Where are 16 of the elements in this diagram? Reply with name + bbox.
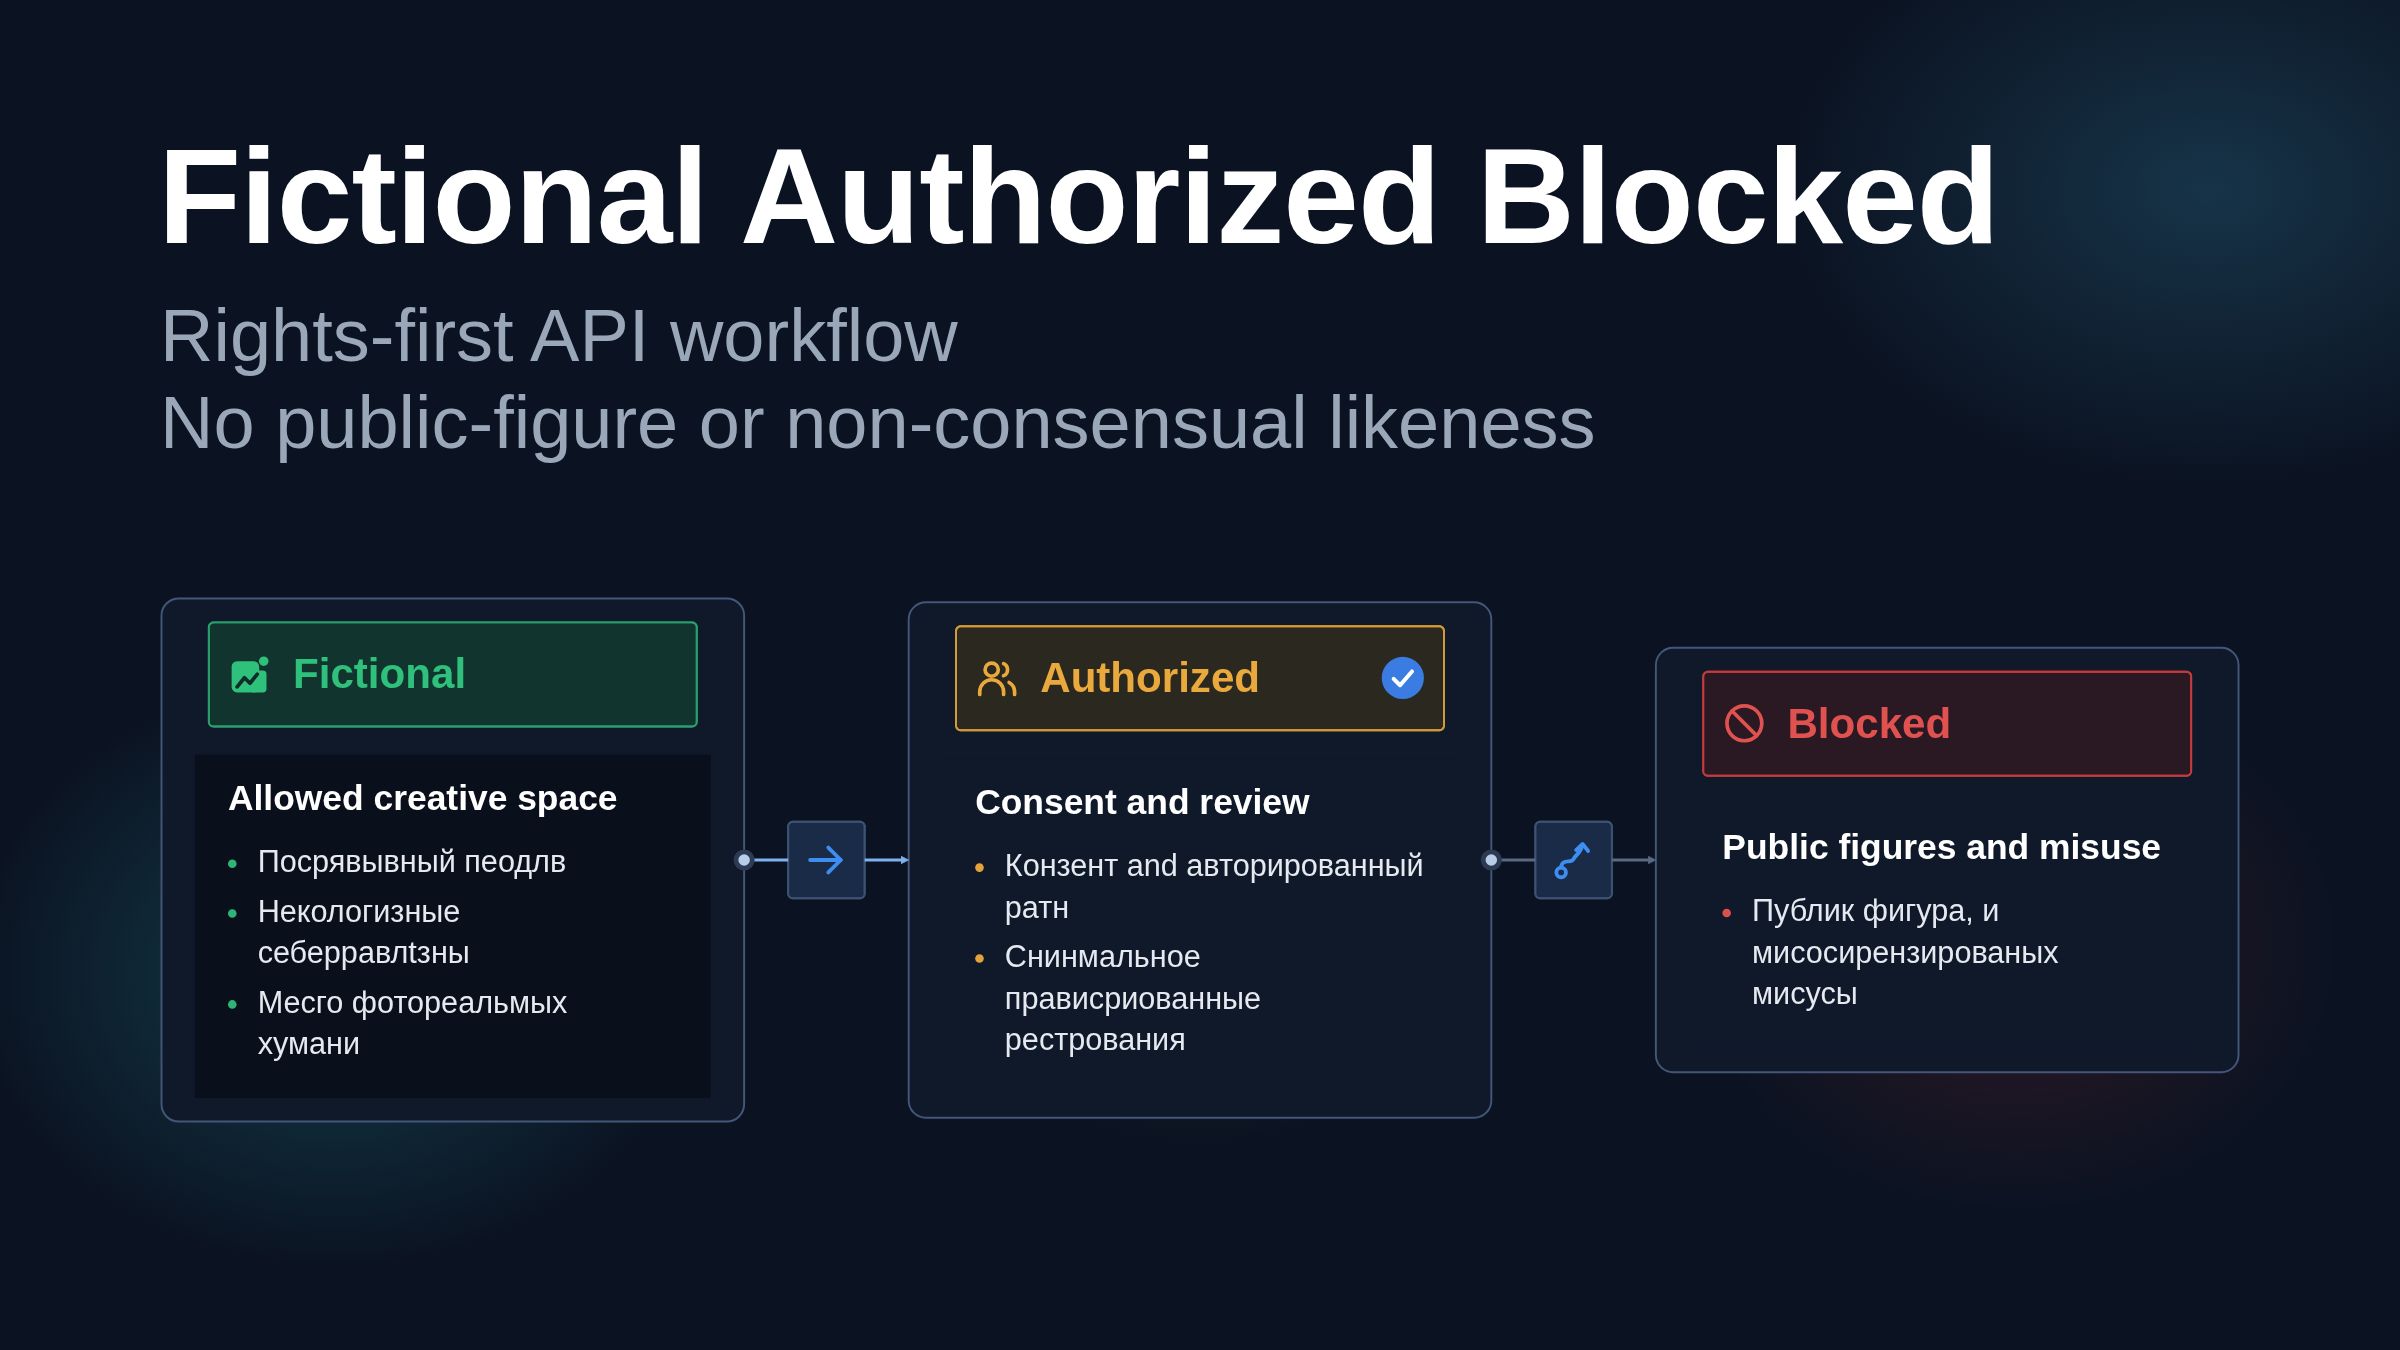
arrow: [864, 855, 910, 865]
node-label: Конзент and авторированный ратн: [1004, 848, 1424, 925]
node-box: Allowed creative space Посрявывный пеодлв Некологизные себерравлtзны Месго фотореальмых хумани: [194, 754, 711, 1099]
arrow: [1611, 855, 1657, 865]
node-label: Публик фигура, и мисосирензированых мисусы: [1752, 893, 2059, 1012]
cluster: [160, 597, 746, 1123]
connector: [733, 849, 789, 871]
cluster: [907, 601, 1493, 1119]
subtitle: Rights-first API workflow: [160, 293, 959, 379]
node-label: Снинмальное прависриованные рестрования: [1004, 939, 1262, 1057]
connector: [1480, 849, 1536, 871]
subtitle: No public-figure or non-consensual likeness: [160, 380, 1596, 467]
cluster: [1654, 646, 2240, 1074]
title: Fictional Authorized Blocked: [158, 128, 1999, 264]
node-label: Public figures and misuse: [1722, 827, 2162, 867]
node-label: Consent and review: [975, 781, 1310, 822]
